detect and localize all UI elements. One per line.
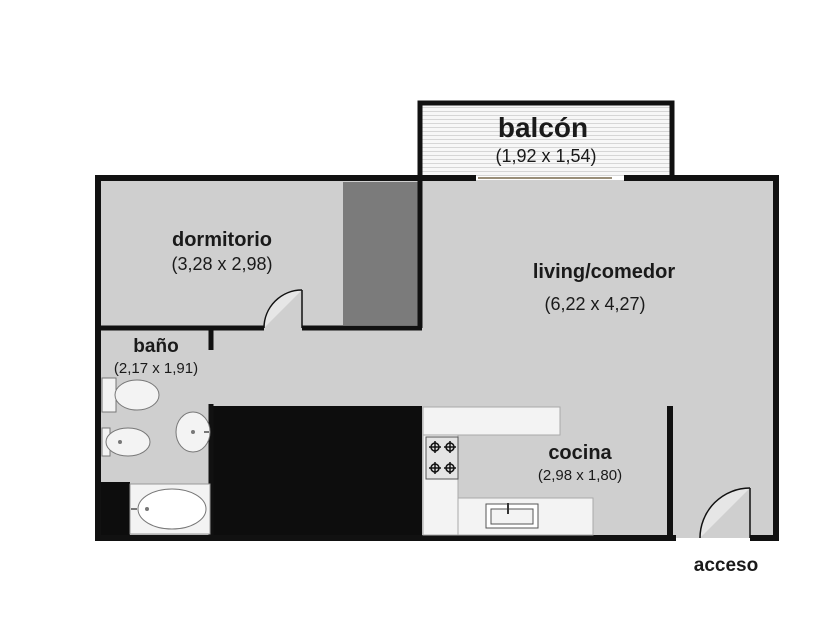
bathroom-name: baño xyxy=(133,336,178,357)
balcony-name: balcón xyxy=(498,112,588,143)
bath-solid-block xyxy=(98,482,130,536)
living-dims: (6,22 x 4,27) xyxy=(544,294,645,314)
exterior-wall xyxy=(95,175,676,541)
balcony-dims: (1,92 x 1,54) xyxy=(495,146,596,166)
closet xyxy=(343,182,418,325)
stove-icon xyxy=(425,436,459,480)
entrance-door-swing xyxy=(699,487,751,539)
living-name: living/comedor xyxy=(533,261,675,283)
balcony-floor xyxy=(420,104,672,180)
bedroom-name: dormitorio xyxy=(172,229,272,251)
exterior-wall-right xyxy=(624,175,779,541)
balcony-railing xyxy=(417,100,675,180)
kitchen-counter-top xyxy=(422,406,561,436)
bedroom-dims: (3,28 x 2,98) xyxy=(171,254,272,274)
kitchen-dims: (2,98 x 1,80) xyxy=(538,467,622,484)
bedroom-door-swing xyxy=(263,289,303,329)
bathtub-icon xyxy=(129,483,211,535)
kitchen-name: cocina xyxy=(548,442,612,464)
sink-icon xyxy=(175,411,211,453)
kitchen-sink-icon xyxy=(485,503,539,529)
bathroom-dims: (2,17 x 1,91) xyxy=(114,360,198,377)
entrance-label: acceso xyxy=(694,555,758,576)
solid-block xyxy=(212,406,422,536)
bidet-icon xyxy=(101,427,151,457)
toilet-icon xyxy=(101,377,160,413)
